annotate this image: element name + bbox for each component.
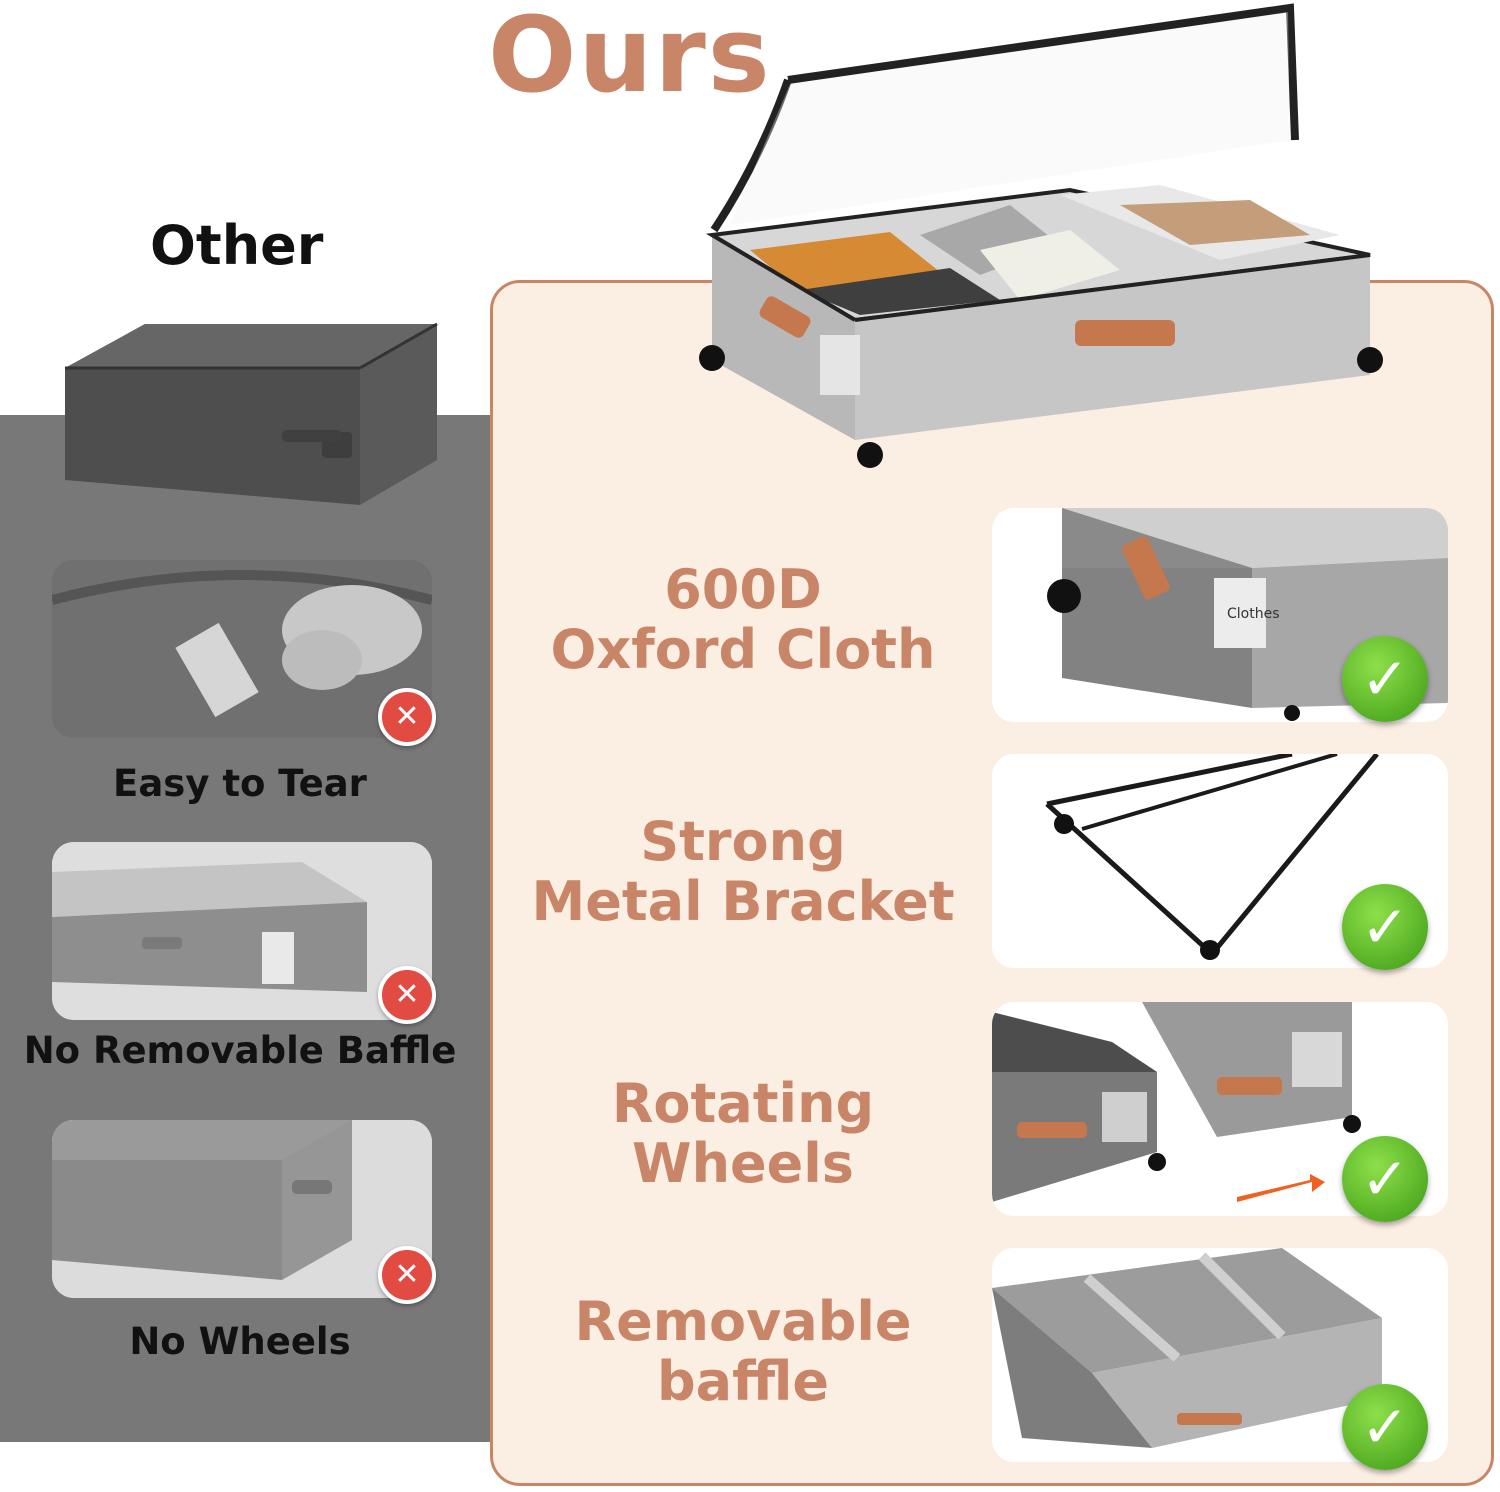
x-icon: ✕ xyxy=(378,1246,436,1304)
easy-to-tear-label: Easy to Tear xyxy=(113,762,367,805)
check-icon: ✓ xyxy=(1342,636,1428,722)
removable-baffle-label: Removable baffle xyxy=(500,1292,986,1412)
oxford-cloth-label-line1: 600D xyxy=(664,558,822,621)
no-removable-baffle-image xyxy=(52,842,432,1020)
metal-bracket-label: Strong Metal Bracket xyxy=(500,812,986,932)
ours-product-image xyxy=(699,3,1383,468)
x-icon: ✕ xyxy=(378,688,436,746)
check-icon: ✓ xyxy=(1342,1384,1428,1470)
rotating-wheels-label-line1: Rotating xyxy=(611,1072,875,1135)
removable-baffle-label-line1: Removable xyxy=(574,1290,912,1353)
oxford-cloth-label-line2: Oxford Cloth xyxy=(550,618,936,681)
check-icon: ✓ xyxy=(1342,1136,1428,1222)
oxford-cloth-label: 600D Oxford Cloth xyxy=(500,560,986,680)
rotating-wheels-label: Rotating Wheels xyxy=(500,1074,986,1194)
other-box-image xyxy=(65,322,438,505)
metal-bracket-label-line1: Strong xyxy=(640,810,846,873)
no-wheels-label: No Wheels xyxy=(129,1320,351,1363)
no-wheels-image xyxy=(52,1120,432,1298)
ours-heading: Ours xyxy=(488,0,772,116)
rotating-wheels-label-line2: Wheels xyxy=(632,1132,854,1195)
no-removable-baffle-label: No Removable Baffle xyxy=(23,1029,457,1072)
metal-bracket-label-line2: Metal Bracket xyxy=(531,870,955,933)
rotating-wheels-image xyxy=(992,1002,1448,1216)
easy-to-tear-image xyxy=(52,560,432,738)
other-heading: Other xyxy=(150,214,324,277)
removable-baffle-label-line2: baffle xyxy=(657,1350,829,1413)
x-icon: ✕ xyxy=(378,966,436,1024)
clothes-tag-text: Clothes xyxy=(1227,606,1280,622)
check-icon: ✓ xyxy=(1342,884,1428,970)
removable-baffle-image xyxy=(992,1248,1448,1462)
